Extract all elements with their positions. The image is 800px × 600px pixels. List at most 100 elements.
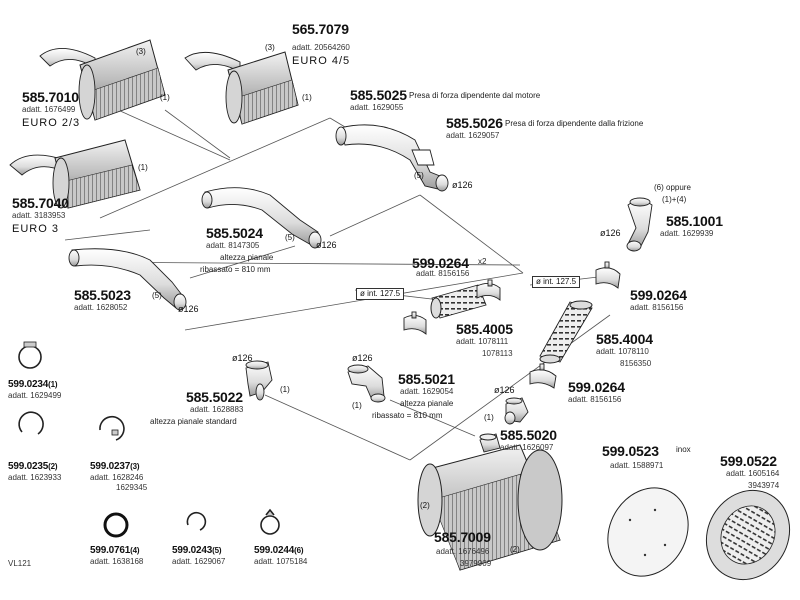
adaptation-number: 1629345 — [116, 483, 148, 492]
adaptation-number: adatt. 1588971 — [610, 461, 664, 470]
part-number-585-4004: 585.4004 — [596, 331, 653, 347]
part-number-599-0264: 599.0264 — [630, 287, 687, 303]
part-number-599-0235: 599.0235(2) — [8, 461, 58, 472]
adaptation-number: adatt. 1075184 — [254, 557, 308, 566]
part-number-599-0522: 599.0522 — [720, 453, 777, 469]
part-suffix: (3) — [130, 462, 140, 471]
part-number: 599.0243 — [172, 545, 213, 556]
part-number-599-0264: 599.0264 — [412, 255, 469, 271]
part-note: Presa di forza dipendente dal motore — [409, 91, 541, 100]
qty-label: (5) — [414, 171, 424, 180]
cover-599-0522 — [705, 489, 791, 581]
adaptation-number: adatt. 1628883 — [190, 405, 244, 414]
diameter-label: ø126 — [316, 240, 337, 250]
part-number-585-5023: 585.5023 — [74, 287, 131, 303]
part-note: ribassato = 810 mm — [372, 411, 443, 420]
clamp-599-0264-c — [595, 261, 621, 289]
qty-label: (3) — [265, 43, 275, 52]
part-number-585-5021: 585.5021 — [398, 371, 455, 387]
part-number-585-5022: 585.5022 — [186, 389, 243, 405]
adaptation-number: adatt. 1629057 — [446, 131, 500, 140]
part-suffix: inox — [676, 445, 691, 454]
qty-label: (5) — [285, 233, 295, 242]
diameter-label: ø126 — [452, 180, 473, 190]
adaptation-number: adatt. 1629499 — [8, 391, 62, 400]
adaptation-number: adatt. 1629067 — [172, 557, 226, 566]
part-number-585-5026: 585.5026 — [446, 115, 503, 131]
clamp-599-0264-d — [529, 363, 557, 389]
part-note: altezza pianale — [400, 399, 454, 408]
adaptation-number: adatt. 1629055 — [350, 103, 404, 112]
elbow-585-5021 — [347, 364, 386, 403]
adaptation-number: adatt. 1626097 — [500, 443, 554, 452]
adaptation-number: adatt. 1078110 — [596, 347, 649, 356]
part-number-599-0244: 599.0244(6) — [254, 545, 304, 556]
muffler-585-7040 — [9, 139, 141, 209]
adaptation-number: adatt. 1629939 — [660, 229, 714, 238]
adaptation-number: adatt. 8156156 — [568, 395, 622, 404]
pipe-585-1001 — [626, 197, 653, 252]
pipe-585-5023 — [68, 248, 187, 311]
diameter-label: ø126 — [178, 304, 199, 314]
inner-diameter-box: ø int. 127.5 — [356, 288, 405, 300]
part-suffix: (5) — [212, 546, 222, 555]
clamp-ring-1 — [18, 341, 42, 369]
emission-standard: EURO 4/5 — [292, 55, 351, 67]
part-number-585-4005: 585.4005 — [456, 321, 513, 337]
part-number: 599.0761 — [90, 545, 131, 556]
part-suffix: (2) — [48, 462, 58, 471]
part-suffix: (1) — [48, 380, 58, 389]
part-number: 599.0244 — [254, 545, 295, 556]
qty-label: (1) — [280, 385, 290, 394]
cover-599-0523 — [607, 487, 689, 577]
clamp-ring-6 — [260, 508, 280, 535]
part-suffix: (6) — [294, 546, 304, 555]
muffler-565-7079 — [184, 51, 299, 125]
part-number-585-7010: 585.7010 — [22, 89, 79, 105]
part-suffix: (4) — [130, 546, 140, 555]
part-note: Presa di forza dipendente dalla frizione — [505, 119, 644, 128]
part-number: 599.0237 — [90, 461, 131, 472]
option-note: (6) oppure — [654, 183, 691, 192]
elbow-585-5022 — [245, 360, 273, 401]
clamp-ring-4 — [103, 512, 129, 538]
diameter-label: ø126 — [232, 353, 253, 363]
part-number-599-0237: 599.0237(3) — [90, 461, 140, 472]
qty-label: (5) — [152, 291, 162, 300]
qty-label: (2) — [420, 501, 430, 510]
clamp-599-0264-b — [403, 311, 427, 335]
diameter-label: ø126 — [352, 353, 373, 363]
clamp-ring-2 — [18, 411, 44, 435]
part-suffix: x2 — [478, 257, 487, 266]
adaptation-number: adatt. 1676496 — [436, 547, 490, 556]
clamp-ring-5 — [186, 511, 207, 531]
part-number: 599.0234 — [8, 379, 49, 390]
part-number-599-0264: 599.0264 — [568, 379, 625, 395]
adaptation-number: adatt. 1605164 — [726, 469, 780, 478]
adaptation-number: adatt. 1629054 — [400, 387, 454, 396]
part-number-585-1001: 585.1001 — [666, 213, 723, 229]
adaptation-number: 8156350 — [620, 359, 652, 368]
part-number-599-0243: 599.0243(5) — [172, 545, 222, 556]
part-number: 599.0235 — [8, 461, 49, 472]
adaptation-number: adatt. 20564260 — [292, 43, 350, 52]
clamp-599-0264 — [476, 279, 501, 301]
adaptation-number: adatt. 1676499 — [22, 105, 76, 114]
adaptation-number: adatt. 8156156 — [630, 303, 684, 312]
clamp-ring-3 — [99, 415, 125, 441]
emission-standard: EURO 2/3 — [22, 117, 81, 129]
part-number-585-7040: 585.7040 — [12, 195, 69, 211]
part-note: ribassato = 810 mm — [200, 265, 271, 274]
muffler-585-7009 — [417, 433, 563, 571]
adaptation-number: 1078113 — [482, 349, 513, 358]
adaptation-number: adatt. 1628052 — [74, 303, 128, 312]
option-note: (1)+(4) — [662, 195, 687, 204]
part-number-599-0523: 599.0523 — [602, 443, 659, 459]
adaptation-number: adatt. 1628246 — [90, 473, 144, 482]
elbow-585-5020 — [504, 397, 529, 425]
pipe-585-5025-5026 — [335, 124, 449, 192]
part-number-585-7009: 585.7009 — [434, 529, 491, 545]
part-note: altezza pianale standard — [150, 417, 237, 426]
page-code: VL121 — [8, 559, 32, 568]
adaptation-number: adatt. 1638168 — [90, 557, 144, 566]
